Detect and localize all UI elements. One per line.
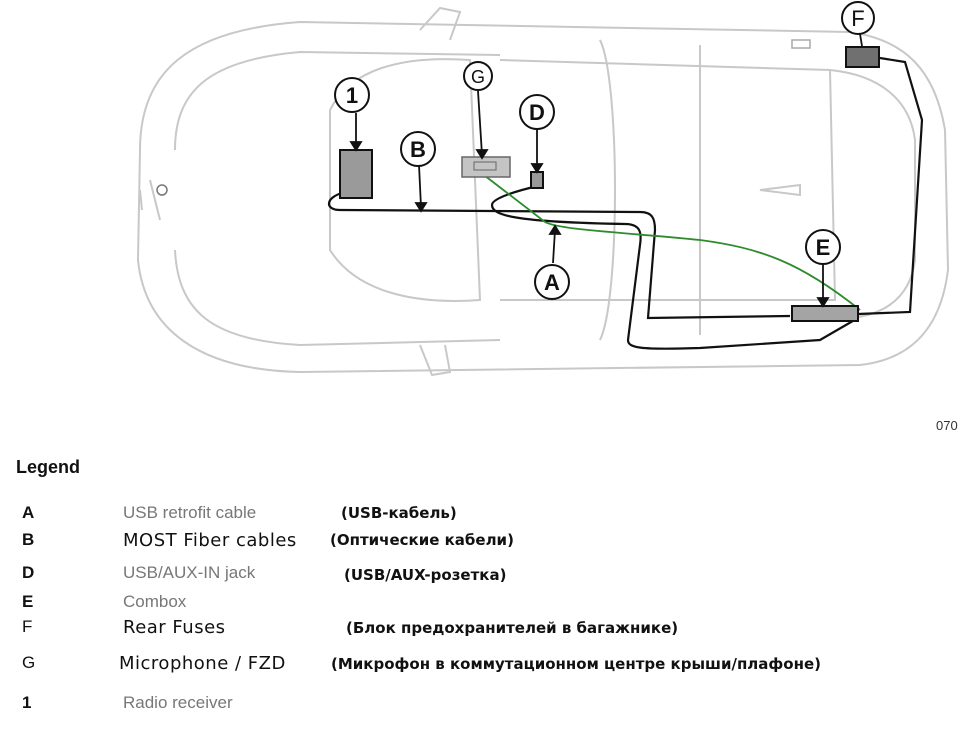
callout-1-circle: [334, 77, 370, 113]
vehicle-wiring-diagram: F 1 G D B E A: [136, 1, 950, 377]
legend-row-G: G Microphone / FZD (Микрофон в коммутаци…: [0, 653, 960, 679]
callout-F-circle: [841, 1, 875, 35]
callout-E-label: E: [816, 235, 831, 260]
legend-key: D: [22, 563, 35, 582]
callout-G-circle: [463, 61, 493, 91]
legend-desc: MOST Fiber cables: [123, 530, 297, 551]
legend-key: G: [22, 653, 36, 672]
brand-emblem-icon: [156, 184, 168, 196]
usb-retrofit-cable: [479, 171, 861, 311]
legend-desc: Microphone / FZD: [119, 653, 286, 674]
legend-translation: (USB/AUX-розетка): [344, 566, 507, 584]
callout-1-label: 1: [346, 83, 358, 108]
callout-B-label: B: [410, 137, 426, 162]
car-outline: [136, 6, 950, 377]
legend-desc: Radio receiver: [123, 693, 233, 712]
usb-aux-jack-box: [530, 171, 544, 189]
legend-desc: Rear Fuses: [123, 617, 226, 638]
legend-row-A: A USB retrofit cable (USB-кабель): [0, 503, 960, 529]
callout-D-circle: [519, 94, 555, 130]
microphone-fzd-box: [461, 156, 511, 178]
callout-G-label: G: [471, 67, 485, 87]
legend-row-E: E Combox: [0, 592, 960, 618]
legend-title: Legend: [16, 457, 81, 477]
legend-desc: Combox: [123, 592, 187, 611]
combox-box: [791, 305, 859, 322]
rear-fuses-box: [845, 46, 880, 68]
callout-D-label: D: [529, 100, 545, 125]
microphone-inner-icon: [473, 161, 497, 171]
callout-F-label: F: [851, 6, 864, 31]
most-fiber-cable: [327, 56, 924, 320]
legend-translation: (Блок предохранителей в багажнике): [346, 619, 679, 637]
legend-key: A: [22, 503, 35, 522]
legend-desc: USB retrofit cable: [123, 503, 257, 522]
callout-A-label: A: [544, 270, 560, 295]
leader-lines: [349, 33, 863, 308]
legend-translation: (USB-кабель): [341, 504, 457, 522]
mirror-icon: [791, 39, 811, 49]
legend-key: E: [22, 592, 34, 611]
legend-key: 1: [22, 693, 32, 712]
legend-row-B: B MOST Fiber cables (Оптические кабели): [0, 530, 960, 556]
callout-B-circle: [400, 131, 436, 167]
legend-key: F: [22, 617, 33, 636]
most-fiber-cable-loop: [490, 184, 859, 350]
legend-translation: (Микрофон в коммутационном центре крыши/…: [331, 655, 821, 673]
legend-translation: (Оптические кабели): [330, 531, 514, 549]
legend-row-D: D USB/AUX-IN jack (USB/AUX-розетка): [0, 563, 960, 589]
radio-receiver-box: [339, 149, 373, 199]
legend-row-F: F Rear Fuses (Блок предохранителей в баг…: [0, 617, 960, 643]
legend-desc: USB/AUX-IN jack: [123, 563, 256, 582]
legend-row-1: 1 Radio receiver: [0, 693, 960, 719]
callout-A-circle: [534, 264, 570, 300]
callout-E-circle: [805, 229, 841, 265]
figure-id: 070: [936, 418, 958, 433]
legend-key: B: [22, 530, 35, 549]
